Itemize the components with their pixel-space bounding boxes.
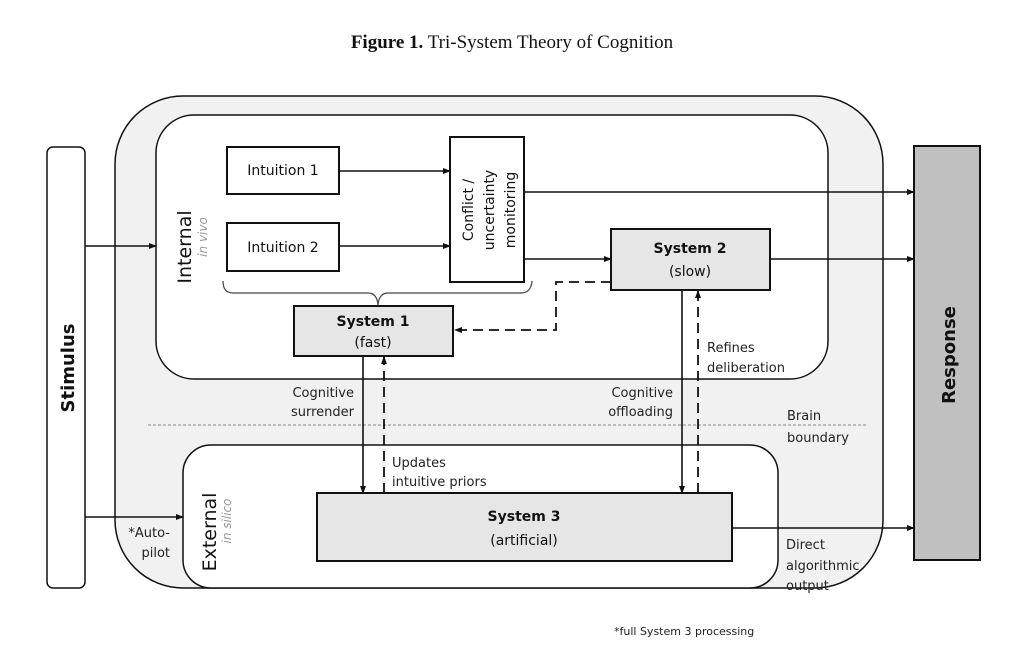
intuition-2-box: [226, 222, 340, 272]
footnote: *full System 3 processing: [614, 625, 754, 638]
label-direct-output-1: Direct: [786, 538, 825, 553]
label-cognitive-surrender-1: Cognitive: [292, 386, 354, 401]
response-box: [913, 145, 981, 561]
label-brain-boundary-1: Brain: [787, 409, 821, 424]
label-refines-deliberation-1: Refines: [707, 341, 755, 356]
label-refines-deliberation-2: deliberation: [707, 361, 785, 376]
internal-label: Internal: [174, 210, 196, 283]
figure-number: Figure 1.: [350, 32, 424, 53]
label-cognitive-surrender-2: surrender: [291, 405, 355, 420]
arrow-system2-system1-dashed: [454, 281, 611, 333]
system-1-name: System 1: [337, 314, 410, 330]
figure-caption: Tri-System Theory of Cognition: [423, 32, 674, 53]
external-sublabel: in silico: [220, 499, 234, 544]
system-3-sub: (artificial): [490, 533, 558, 549]
conflict-label-line3: monitoring: [503, 172, 519, 248]
intuition-2-label: Intuition 2: [247, 240, 318, 256]
label-updates-priors-2: intuitive priors: [392, 475, 487, 490]
system-2-name: System 2: [654, 241, 727, 257]
system-1-sub: (fast): [354, 335, 391, 351]
system-1-box: [293, 305, 454, 357]
label-brain-boundary-2: boundary: [787, 431, 849, 446]
stimulus-label: Stimulus: [58, 323, 79, 412]
label-autopilot-1: *Auto-: [128, 526, 170, 541]
intuition-1-label: Intuition 1: [247, 163, 318, 179]
conflict-label-line2: uncertainty: [482, 170, 498, 250]
system-2-sub: (slow): [669, 264, 711, 280]
intuition-1-box: [226, 146, 340, 195]
external-label: External: [199, 493, 221, 572]
label-direct-output-2: algorithmic: [786, 559, 860, 574]
label-autopilot-2: pilot: [141, 546, 170, 561]
system-3-name: System 3: [488, 509, 561, 525]
system-3-box: [316, 492, 733, 562]
label-cognitive-offloading-1: Cognitive: [611, 386, 673, 401]
internal-sublabel: in vivo: [196, 217, 210, 257]
figure-title: Figure 1. Tri-System Theory of Cognition: [0, 32, 1024, 54]
label-direct-output-3: output: [786, 579, 829, 594]
conflict-label-line1: Conflict /: [461, 179, 477, 242]
system-2-box: [610, 228, 771, 291]
stimulus-box: [46, 146, 86, 589]
label-updates-priors-1: Updates: [392, 456, 446, 471]
conflict-monitoring-box: [449, 136, 525, 283]
response-label: Response: [939, 306, 960, 404]
label-cognitive-offloading-2: offloading: [608, 405, 673, 420]
